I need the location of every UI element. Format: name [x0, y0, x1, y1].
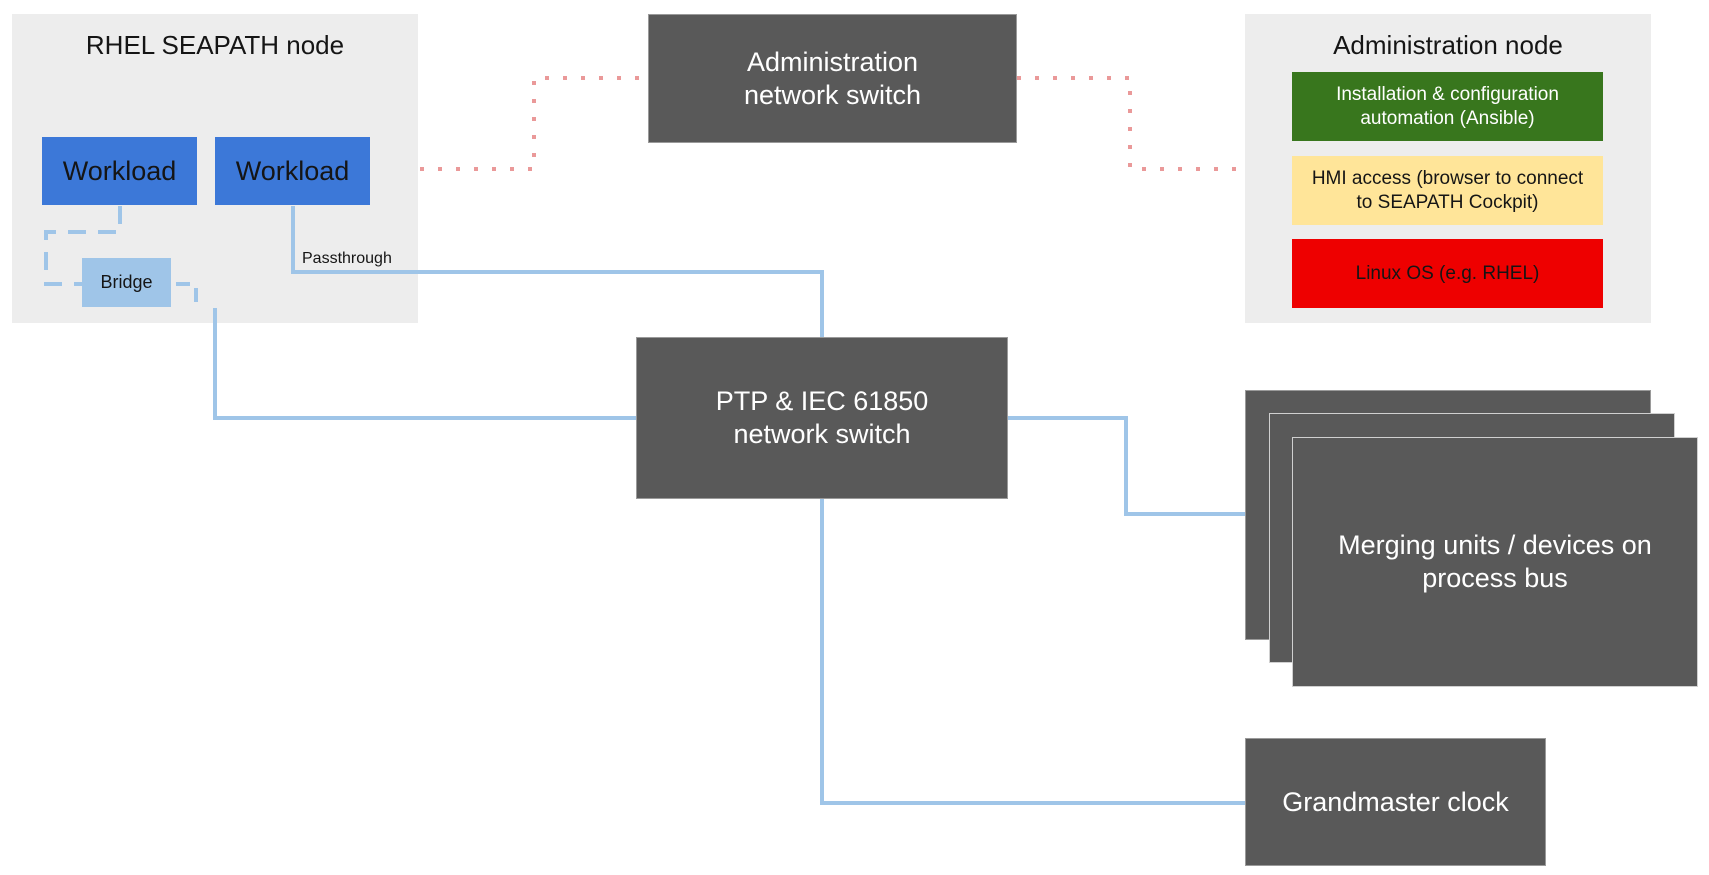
bridge-to-ptp-link: [213, 308, 636, 420]
admin-switch-line1: Administration: [746, 46, 919, 77]
bridge-box: Bridge: [82, 258, 171, 307]
admin-link-switch-to-admin-node: [1017, 76, 1245, 171]
workload-to-bridge-link: [44, 206, 122, 286]
admin-link-seapath-to-switch: [420, 76, 648, 171]
ptp-switch-line2: network switch: [733, 419, 911, 449]
merging-unit-card-front: Merging units / devices on process bus: [1292, 437, 1698, 687]
workload-box-2: Workload: [215, 137, 370, 205]
linux-os-layer: Linux OS (e.g. RHEL): [1292, 239, 1603, 308]
ptp-to-merging-units-link: [1007, 416, 1245, 516]
administration-network-switch: Administration network switch: [648, 14, 1017, 143]
passthrough-link: [291, 206, 824, 337]
administration-node-title: Administration node: [1333, 30, 1563, 60]
grandmaster-clock: Grandmaster clock: [1245, 738, 1546, 866]
rhel-seapath-node-title: RHEL SEAPATH node: [85, 30, 345, 60]
grandmaster-clock-label: Grandmaster clock: [1282, 786, 1509, 817]
passthrough-label: Passthrough: [302, 250, 392, 267]
bridge-out-link: [176, 282, 198, 306]
merging-units-label: Merging units / devices on process bus: [1338, 530, 1652, 593]
workload-box-1: Workload: [42, 137, 197, 205]
ptp-to-grandmaster-link: [820, 498, 1245, 805]
ptp-iec61850-network-switch: PTP & IEC 61850 network switch: [636, 337, 1008, 499]
admin-switch-line2: network switch: [743, 79, 922, 110]
hmi-access-layer: HMI access (browser to connect to SEAPAT…: [1292, 156, 1603, 225]
ansible-layer: Installation & configuration automation …: [1292, 72, 1603, 141]
ptp-switch-line1: PTP & IEC 61850: [715, 386, 929, 416]
